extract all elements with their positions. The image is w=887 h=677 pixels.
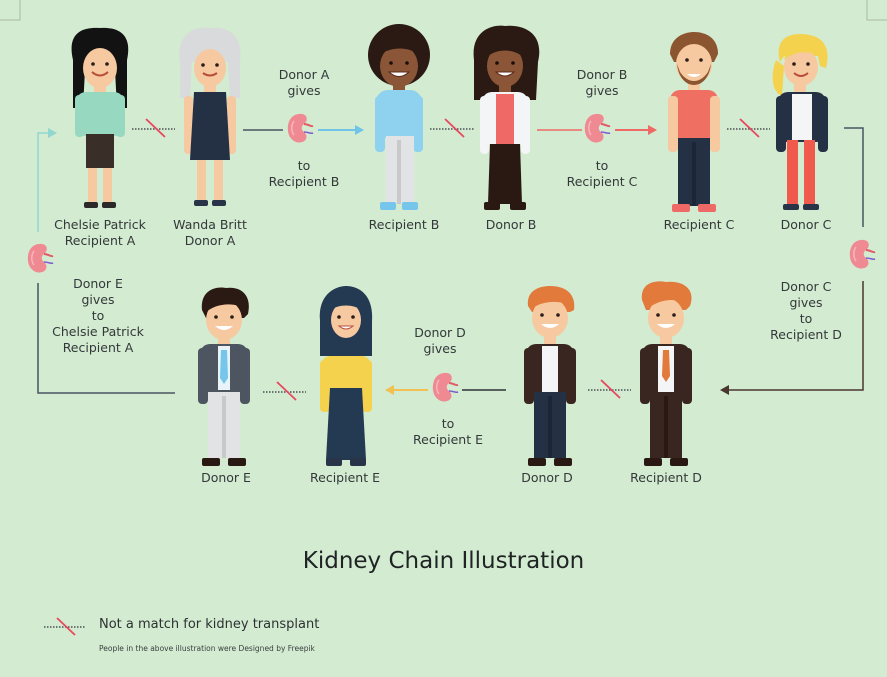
transfer-verb: gives	[423, 341, 457, 356]
transfer-a-label-top: Donor A gives	[264, 67, 344, 99]
arrowhead-d	[385, 385, 394, 395]
person-recipient-e	[319, 286, 373, 466]
no-match-marker	[132, 118, 175, 138]
caption-donor-b: Donor B	[485, 217, 537, 232]
transfer-d-label-top: Donor D gives	[400, 325, 480, 357]
person-wanda-britt	[179, 27, 241, 206]
kidney-icon	[286, 112, 314, 144]
person-name: Wanda Britt	[173, 217, 247, 232]
transfer-target: Recipient D	[770, 327, 842, 342]
caption-recipient-e: Recipient E	[310, 470, 380, 485]
transfer-b-label-top: Donor B gives	[562, 67, 642, 99]
flow-line-e-in	[37, 283, 175, 394]
person-recipient-d	[640, 281, 692, 466]
transfer-from: Donor E	[73, 276, 123, 291]
transfer-a-label-bottom: to Recipient B	[254, 158, 354, 190]
transfer-target: Chelsie Patrick	[52, 324, 144, 339]
person-name: Chelsie Patrick	[54, 217, 146, 232]
credit-text: People in the above illustration were De…	[99, 644, 315, 653]
transfer-from: Donor A	[278, 67, 330, 82]
transfer-target: Recipient C	[566, 174, 638, 189]
transfer-d-label-bottom: to Recipient E	[398, 416, 498, 448]
caption-donor-d: Donor D	[521, 470, 573, 485]
flow-arrow-e	[37, 132, 50, 232]
transfer-e-label: Donor E gives to Chelsie Patrick Recipie…	[43, 276, 153, 356]
corner-mark-right	[866, 0, 887, 21]
transfer-from: Donor B	[576, 67, 628, 82]
corner-mark-left	[0, 0, 21, 21]
caption-donor-e: Donor E	[201, 470, 251, 485]
person-role: Recipient A	[64, 233, 136, 248]
kidney-icon	[431, 371, 459, 403]
transfer-to: to	[595, 158, 609, 173]
arrowhead-e	[48, 128, 57, 138]
kidney-icon	[583, 112, 611, 144]
person-donor-d	[524, 286, 576, 466]
caption-chelsie-patrick: Chelsie Patrick Recipient A	[40, 217, 160, 249]
transfer-b-label-bottom: to Recipient C	[552, 158, 652, 190]
legend-no-match-marker	[44, 617, 86, 636]
transfer-target: Recipient B	[268, 174, 340, 189]
transfer-verb: gives	[287, 83, 321, 98]
page-title: Kidney Chain Illustration	[302, 548, 585, 574]
caption-recipient-d: Recipient D	[630, 470, 702, 485]
person-recipient-b	[368, 24, 430, 210]
no-match-marker	[727, 118, 770, 138]
caption-donor-c: Donor C	[780, 217, 832, 232]
caption-recipient-c: Recipient C	[663, 217, 735, 232]
transfer-to: to	[799, 311, 813, 326]
flow-line-c-in	[844, 127, 864, 227]
transfer-verb: gives	[81, 292, 115, 307]
transfer-to: to	[91, 308, 105, 323]
person-donor-e	[198, 287, 250, 466]
transfer-verb: gives	[585, 83, 619, 98]
transfer-to: to	[297, 158, 311, 173]
caption-recipient-b: Recipient B	[368, 217, 440, 232]
person-role: Donor A	[184, 233, 236, 248]
arrowhead-a	[355, 125, 364, 135]
caption-wanda-britt: Wanda Britt Donor A	[160, 217, 260, 249]
transfer-from: Donor D	[414, 325, 466, 340]
no-match-marker	[430, 118, 475, 138]
arrowhead-c	[720, 385, 729, 395]
transfer-verb: gives	[789, 295, 823, 310]
transfer-target-role: Recipient A	[62, 340, 134, 355]
kidney-icon	[848, 238, 876, 270]
transfer-from: Donor C	[780, 279, 832, 294]
legend-no-match-text: Not a match for kidney transplant	[99, 617, 320, 632]
flow-arrow-c	[728, 281, 864, 391]
person-donor-b	[473, 25, 540, 210]
transfer-c-label: Donor C gives to Recipient D	[756, 279, 856, 343]
person-recipient-c	[668, 32, 720, 212]
no-match-marker	[263, 381, 306, 401]
person-donor-c	[772, 34, 828, 210]
person-chelsie-patrick	[71, 27, 129, 208]
transfer-to: to	[441, 416, 455, 431]
arrowhead-b	[648, 125, 657, 135]
transfer-target: Recipient E	[413, 432, 483, 447]
no-match-marker	[588, 379, 631, 399]
